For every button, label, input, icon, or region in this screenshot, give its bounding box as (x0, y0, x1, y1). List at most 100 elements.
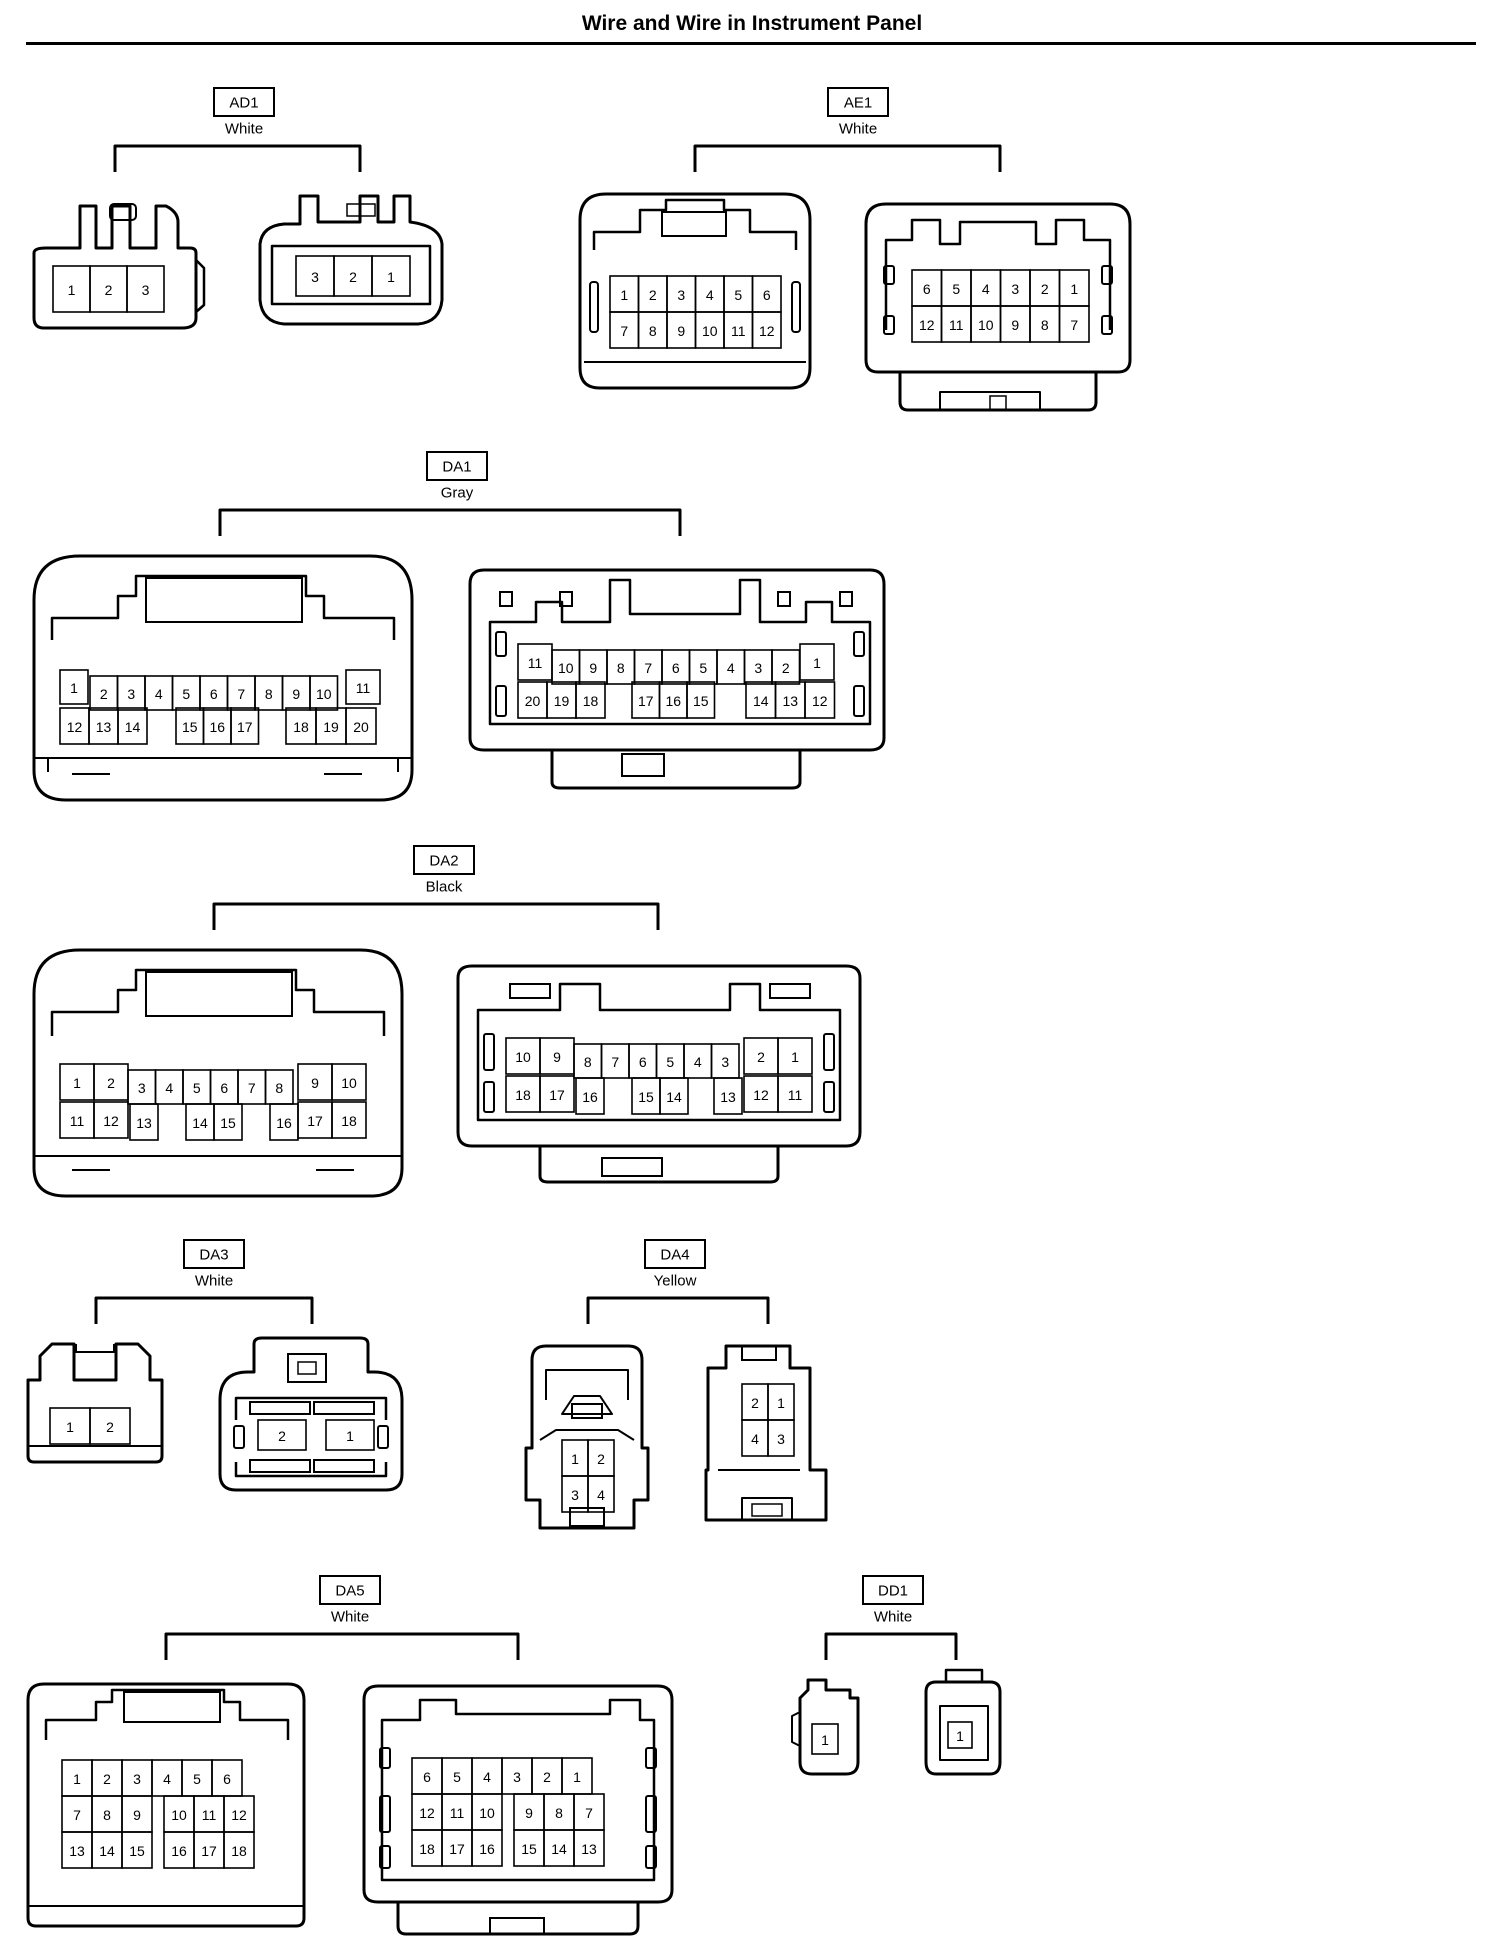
pin-number: 10 (978, 317, 994, 333)
pin-number: 6 (923, 281, 931, 297)
connector-housing (924, 1680, 1002, 1776)
pin-number: 8 (103, 1807, 111, 1823)
pin-number: 8 (649, 323, 657, 339)
connector-id-label: DA1 (442, 459, 471, 476)
pin-number: 9 (525, 1805, 533, 1821)
connector-id-label: DA5 (335, 1583, 364, 1600)
pin-number: 1 (1070, 281, 1078, 297)
pin-number: 1 (68, 282, 76, 298)
connector-base-slot (939, 391, 1041, 410)
pin-number: 2 (278, 1428, 286, 1444)
pin-number: 1 (73, 1771, 81, 1787)
connector-key (569, 1507, 605, 1527)
pin-number: 8 (617, 660, 625, 676)
pin-number: 3 (677, 287, 685, 303)
pin-number: 9 (677, 323, 685, 339)
pin-cell (799, 643, 835, 681)
connector-rib (645, 1845, 657, 1869)
connector-rib (313, 1459, 375, 1473)
pin-number: 8 (275, 1080, 283, 1096)
pin-cell (213, 1103, 243, 1141)
pin-number: 2 (649, 287, 657, 303)
pin-number: 3 (142, 282, 150, 298)
connector-housing (26, 1342, 164, 1464)
connector-lock-tab (661, 211, 727, 237)
pin-number: 10 (479, 1805, 495, 1821)
pin-number: 12 (103, 1113, 119, 1129)
connector-housing (864, 202, 1132, 374)
connector-housing (704, 1344, 828, 1522)
connector-rib (377, 1425, 389, 1449)
pin-number: 5 (193, 1080, 201, 1096)
pin-cell (371, 255, 411, 297)
pin-number: 16 (171, 1843, 187, 1859)
connector-rib (853, 685, 865, 717)
pin-number: 1 (620, 287, 628, 303)
pin-number: 13 (720, 1089, 736, 1105)
pin-number: 10 (515, 1049, 531, 1065)
pin-number: 6 (672, 660, 680, 676)
pin-number: 7 (1070, 317, 1078, 333)
pin-cell (126, 265, 165, 313)
connector-rib (1101, 315, 1113, 335)
pin-number: 4 (483, 1769, 491, 1785)
pin-number: 11 (356, 680, 371, 696)
pin-number: 1 (387, 269, 395, 285)
pin-cell (777, 1075, 813, 1113)
connector-rib (483, 1081, 495, 1113)
pin-number: 12 (419, 1805, 435, 1821)
connector-housing (456, 964, 862, 1148)
pin-number: 17 (201, 1843, 217, 1859)
pin-number: 8 (555, 1805, 563, 1821)
connector-lock-frame (50, 968, 386, 1036)
pin-cell (89, 1407, 131, 1445)
pin-cell (345, 707, 377, 745)
connector-rib (499, 591, 513, 607)
connector-housing (362, 1684, 674, 1904)
pin-number: 14 (666, 1089, 682, 1105)
pin-number: 13 (96, 719, 112, 735)
pin-cell (121, 1831, 153, 1869)
connector-ad1-male: 3 2 1 (258, 194, 444, 326)
connector-rib (777, 591, 791, 607)
connector-id-box (319, 1575, 381, 1605)
connector-rib (853, 631, 865, 657)
connector-rib (249, 1459, 311, 1473)
connector-face (476, 982, 842, 1122)
pin-cell (575, 681, 606, 719)
connector-housing (32, 554, 414, 802)
connector-face (539, 1429, 635, 1441)
pin-number: 2 (349, 269, 357, 285)
connector-lock-tab (944, 1668, 984, 1682)
pin-number: 3 (1011, 281, 1019, 297)
pin-number: 2 (103, 1771, 111, 1787)
pin-number: 13 (782, 693, 798, 709)
page-title: Wire and Wire in Instrument Panel (581, 12, 923, 35)
pin-number: 16 (209, 719, 225, 735)
pin-cell (471, 1829, 503, 1867)
connector-id-box (413, 845, 475, 875)
pin-number: 16 (276, 1115, 292, 1131)
connector-rib (495, 685, 507, 717)
connector-lock-tab (287, 1353, 327, 1383)
pin-number: 9 (311, 1075, 319, 1091)
connector-bracket (218, 508, 682, 536)
pin-number: 15 (129, 1843, 145, 1859)
pin-number: 10 (558, 660, 574, 676)
title-divider (26, 42, 1476, 45)
connector-id-label: AD1 (229, 95, 258, 112)
connector-color-label: White (839, 121, 877, 138)
connector-rib (883, 265, 895, 285)
connector-latch (791, 1711, 801, 1747)
pin-number: 13 (581, 1841, 597, 1857)
pin-cell (257, 1419, 307, 1451)
pin-number: 3 (311, 269, 319, 285)
connector-lock-tab (741, 1345, 777, 1361)
pin-number: 1 (573, 1769, 581, 1785)
